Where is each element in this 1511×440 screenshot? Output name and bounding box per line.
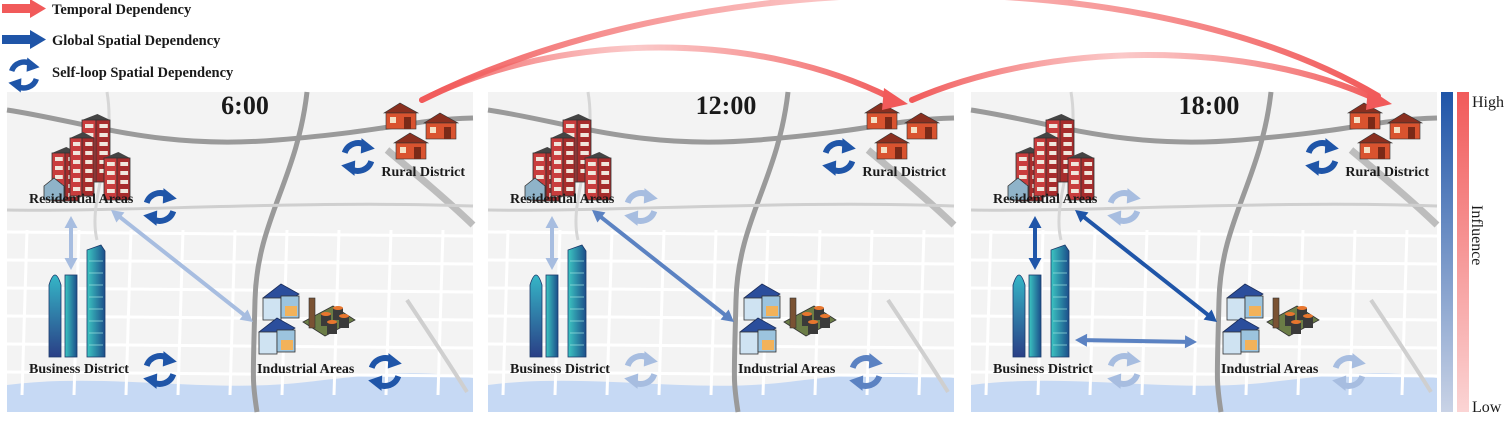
- selfloop-industrial: [1332, 353, 1366, 391]
- selfloop-rural: [1305, 138, 1339, 176]
- selfloop-business: [1107, 351, 1141, 389]
- industrial-factory-icon: [739, 283, 837, 355]
- temporal-arc-6-18: [419, 0, 1381, 103]
- area-label-industrial: Industrial Areas: [257, 362, 355, 377]
- selfloop-residential: [143, 188, 177, 226]
- link-residential-industrial: [111, 210, 253, 322]
- area-label-residential: Residential Areas: [510, 192, 615, 207]
- link-business-industrial: [1075, 333, 1197, 349]
- business-towers-icon: [48, 244, 106, 358]
- temporal-arrowhead: [882, 88, 908, 110]
- rural-farms-icon: [863, 102, 941, 160]
- legend-temporal-arrow: [2, 0, 46, 18]
- area-label-business: Business District: [993, 362, 1093, 377]
- residential-buildings-icon: [43, 114, 131, 202]
- area-label-rural: Rural District: [862, 165, 946, 180]
- link-residential-business: [545, 216, 559, 270]
- industrial-factory-icon: [1222, 283, 1320, 355]
- area-label-business: Business District: [29, 362, 129, 377]
- selfloop-business: [143, 351, 177, 389]
- rural-farms-icon: [1346, 102, 1424, 160]
- map-background: [6, 91, 476, 413]
- residential-buildings-icon: [524, 114, 612, 202]
- area-label-industrial: Industrial Areas: [1221, 362, 1319, 377]
- legend-global-label: Global Spatial Dependency: [52, 33, 221, 49]
- area-label-residential: Residential Areas: [993, 192, 1098, 207]
- link-residential-industrial: [592, 210, 734, 322]
- colorbar-high-label: High: [1472, 94, 1504, 111]
- panel-time-label: 6:00: [221, 91, 269, 120]
- colorbar-low-label: Low: [1472, 399, 1502, 416]
- selfloop-rural: [822, 138, 856, 176]
- panel-time-label: 18:00: [1179, 91, 1240, 120]
- selfloop-residential: [624, 188, 658, 226]
- residential-buildings-icon: [1007, 114, 1095, 202]
- selfloop-legend: [8, 57, 40, 93]
- temporal-dependency-arcs: [419, 0, 1392, 110]
- legend: Temporal Dependency Global Spatial Depen…: [2, 0, 234, 93]
- business-towers-icon: [1012, 244, 1070, 358]
- colorbar-blue: [1441, 92, 1453, 412]
- area-label-industrial: Industrial Areas: [738, 362, 836, 377]
- business-towers-icon: [529, 244, 587, 358]
- rural-farms-icon: [382, 102, 460, 160]
- selfloop-business: [624, 351, 658, 389]
- temporal-arc-12-18: [909, 52, 1381, 103]
- selfloop-rural: [341, 138, 375, 176]
- legend-temporal-label: Temporal Dependency: [52, 2, 192, 18]
- link-residential-industrial: [1075, 210, 1217, 322]
- selfloop-residential: [1107, 188, 1141, 226]
- legend-selfloop-icon: [8, 57, 40, 93]
- selfloop-industrial: [368, 353, 402, 391]
- area-label-rural: Rural District: [1345, 165, 1429, 180]
- area-label-residential: Residential Areas: [29, 192, 134, 207]
- selfloop-industrial: [849, 353, 883, 391]
- colorbar: High Low Influence: [1441, 92, 1504, 416]
- panel-time-label: 12:00: [696, 91, 757, 120]
- legend-global-arrow: [2, 30, 46, 49]
- legend-selfloop-label: Self-loop Spatial Dependency: [52, 65, 234, 81]
- colorbar-red: [1457, 92, 1469, 412]
- industrial-factory-icon: [258, 283, 356, 355]
- link-residential-business: [64, 216, 78, 270]
- area-label-business: Business District: [510, 362, 610, 377]
- link-residential-business: [1028, 216, 1042, 270]
- colorbar-title: Influence: [1468, 205, 1485, 265]
- area-label-rural: Rural District: [381, 165, 465, 180]
